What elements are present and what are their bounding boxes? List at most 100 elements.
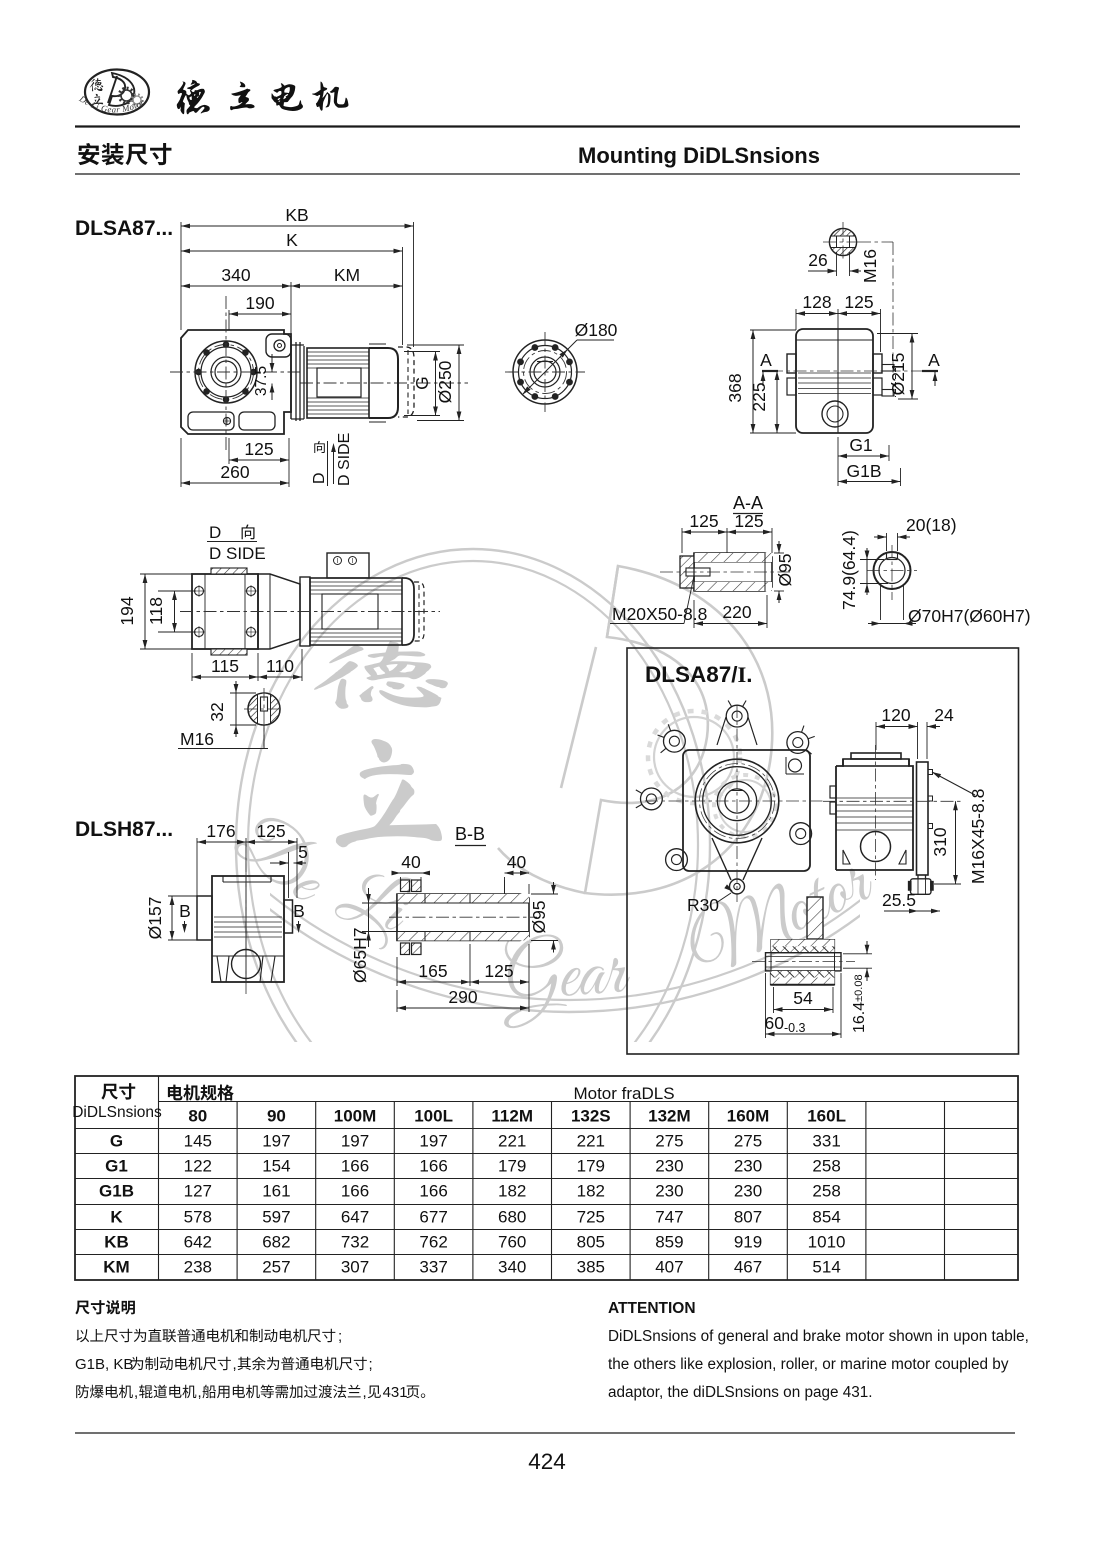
svg-text:179: 179 (577, 1157, 605, 1176)
svg-text:132M: 132M (648, 1107, 691, 1126)
svg-text:M16X45-8.8: M16X45-8.8 (968, 789, 988, 884)
svg-text:166: 166 (341, 1182, 369, 1201)
svg-text:127: 127 (184, 1182, 212, 1201)
svg-text:642: 642 (184, 1233, 212, 1252)
svg-text:G1: G1 (105, 1157, 128, 1176)
svg-text:260: 260 (220, 462, 249, 482)
svg-text:40: 40 (401, 852, 421, 872)
svg-text:221: 221 (498, 1132, 526, 1151)
svg-text:Mounting DiDLSnsions: Mounting DiDLSnsions (578, 143, 820, 168)
svg-text:919: 919 (734, 1233, 762, 1252)
svg-text:176: 176 (206, 821, 235, 841)
svg-text:197: 197 (262, 1132, 290, 1151)
svg-text:B: B (179, 901, 191, 921)
svg-text:DLSH87...: DLSH87... (75, 818, 173, 841)
svg-text:,: , (198, 1384, 202, 1401)
svg-text:307: 307 (341, 1258, 369, 1277)
svg-text:A-A: A-A (733, 493, 763, 513)
svg-text:257: 257 (262, 1258, 290, 1277)
svg-text:DLSA87/I.: DLSA87/I. (645, 662, 753, 687)
svg-text:340: 340 (498, 1258, 526, 1277)
svg-text:Ø180: Ø180 (575, 320, 618, 340)
svg-text:26: 26 (808, 250, 827, 270)
svg-text:125: 125 (689, 511, 718, 531)
svg-text:310: 310 (930, 827, 950, 856)
svg-text:;: ; (338, 1328, 342, 1345)
svg-text:258: 258 (812, 1182, 840, 1201)
svg-text:125: 125 (244, 439, 273, 459)
svg-text:20(18): 20(18) (906, 515, 957, 535)
svg-text:D: D (209, 523, 221, 542)
svg-text:122: 122 (184, 1157, 212, 1176)
svg-text:154: 154 (262, 1157, 290, 1176)
svg-text:D SIDE: D SIDE (209, 544, 266, 563)
svg-text:74.9(64.4): 74.9(64.4) (839, 530, 859, 610)
svg-text:R30: R30 (687, 895, 719, 915)
svg-text:165: 165 (418, 961, 447, 981)
svg-text:732: 732 (341, 1233, 369, 1252)
svg-text:197: 197 (419, 1132, 447, 1151)
svg-text:125: 125 (484, 961, 513, 981)
svg-text:467: 467 (734, 1258, 762, 1277)
svg-text:145: 145 (184, 1132, 212, 1151)
svg-text:G1B, KB: G1B, KB (75, 1356, 133, 1373)
svg-text:M16: M16 (180, 729, 214, 749)
svg-text:132S: 132S (571, 1107, 611, 1126)
svg-text:385: 385 (577, 1258, 605, 1277)
svg-text:100M: 100M (334, 1107, 377, 1126)
svg-text:KM: KM (103, 1258, 129, 1277)
svg-text:125: 125 (844, 292, 873, 312)
svg-text:KM: KM (334, 265, 360, 285)
svg-text:25.5: 25.5 (882, 890, 916, 910)
svg-text:M20X50-8.8: M20X50-8.8 (612, 604, 707, 624)
svg-text:Ø250: Ø250 (435, 360, 455, 403)
svg-text:725: 725 (577, 1208, 605, 1227)
svg-text:K: K (286, 230, 298, 250)
svg-text:368: 368 (725, 373, 745, 402)
svg-text:40: 40 (507, 852, 527, 872)
svg-text:221: 221 (577, 1132, 605, 1151)
svg-text:DLSA87...: DLSA87... (75, 217, 173, 240)
svg-text:A: A (928, 350, 940, 370)
svg-text:120: 120 (881, 705, 910, 725)
svg-text:G1B: G1B (99, 1182, 134, 1201)
svg-text:424: 424 (528, 1449, 566, 1474)
svg-text:M16: M16 (860, 249, 880, 283)
svg-text:G1: G1 (849, 435, 872, 455)
svg-text:B: B (293, 901, 305, 921)
svg-text:ATTENTION: ATTENTION (608, 1300, 696, 1317)
svg-text:37.5: 37.5 (253, 366, 270, 396)
svg-text:854: 854 (812, 1208, 840, 1227)
svg-text:190: 190 (245, 293, 274, 313)
svg-text:110: 110 (266, 656, 294, 676)
svg-text:adaptor, the diDLSnsions on pa: adaptor, the diDLSnsions on page 431. (608, 1384, 873, 1401)
svg-text:805: 805 (577, 1233, 605, 1252)
svg-text:125: 125 (734, 511, 763, 531)
svg-text:Motor fraDLS: Motor fraDLS (573, 1084, 674, 1103)
svg-text:1010: 1010 (808, 1233, 846, 1252)
svg-text:578: 578 (184, 1208, 212, 1227)
svg-text:225: 225 (749, 382, 769, 411)
svg-text:179: 179 (498, 1157, 526, 1176)
svg-text:Ø65H7: Ø65H7 (350, 928, 370, 983)
svg-text:128: 128 (802, 292, 831, 312)
svg-text:A: A (760, 350, 772, 370)
svg-text:B-B: B-B (455, 824, 485, 844)
svg-text:the others like explosion, rol: the others like explosion, roller, or ma… (608, 1356, 1009, 1373)
svg-text:Ø70H7(Ø60H7): Ø70H7(Ø60H7) (908, 606, 1031, 626)
svg-text:182: 182 (577, 1182, 605, 1201)
svg-text:125: 125 (256, 821, 285, 841)
svg-text:337: 337 (419, 1258, 447, 1277)
svg-text:166: 166 (419, 1157, 447, 1176)
svg-text:682: 682 (262, 1233, 290, 1252)
svg-text:166: 166 (419, 1182, 447, 1201)
svg-text:230: 230 (655, 1182, 683, 1201)
svg-text:80: 80 (188, 1107, 207, 1126)
svg-text:258: 258 (812, 1157, 840, 1176)
svg-text:G1B: G1B (846, 461, 881, 481)
svg-text:760: 760 (498, 1233, 526, 1252)
svg-text:24: 24 (934, 705, 954, 725)
svg-text:514: 514 (812, 1258, 840, 1277)
svg-text:,: , (134, 1384, 138, 1401)
svg-text:,: , (363, 1384, 367, 1401)
